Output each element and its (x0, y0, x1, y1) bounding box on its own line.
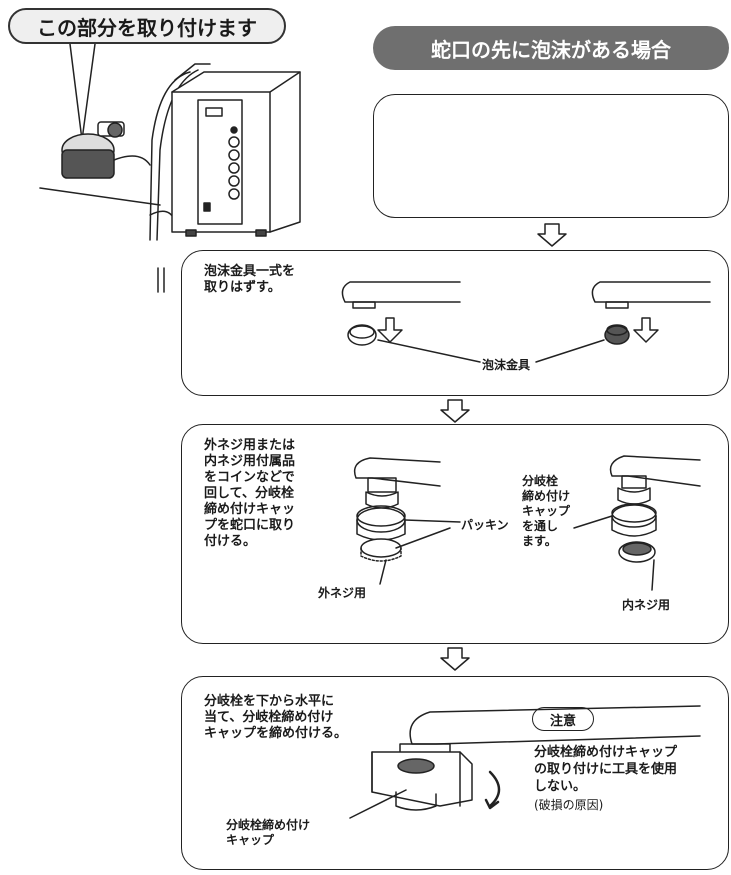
caution-reason: (破損の原因) (534, 798, 604, 812)
arrow-down-2 (440, 399, 470, 423)
arrow-down-3 (440, 647, 470, 671)
water-ionizer-drawing (171, 63, 301, 237)
case-title: 蛇口の先に泡沫がある場合 (373, 26, 729, 70)
step3-instruction: 分岐栓を下から水平に 当て、分岐栓締め付け キャップを締め付ける。 (204, 694, 348, 741)
spout-right-drawing (591, 281, 711, 345)
arrow-down-1 (537, 223, 567, 247)
leader-aerator-left (377, 339, 481, 363)
outer-thread-label: 外ネジ用 (318, 586, 367, 600)
cap-note: 分岐栓 締め付け キャップ を通し ます。 (522, 474, 571, 548)
branch-cap-label: 分岐栓締め付け キャップ (226, 818, 311, 847)
callout-badge: この部分を取り付けます (8, 8, 286, 44)
panel-case-faucet (373, 94, 729, 218)
packing-label: パッキン (461, 518, 509, 532)
spout-left-drawing (341, 281, 461, 346)
hose-1 (149, 71, 191, 241)
counter-edge (39, 187, 161, 206)
step2-instruction: 外ネジ用または 内ネジ用付属品 をコインなどで 回して、分岐栓 締め付けキャッ … (204, 438, 296, 549)
outer-thread-assembly-drawing (353, 457, 441, 562)
faucet-adapter-drawing (61, 121, 151, 179)
callout-pointer (69, 43, 96, 141)
inner-thread-assembly-drawing (609, 455, 701, 563)
leader-aerator-right (535, 339, 605, 363)
aerator-label: 泡沫金具 (482, 358, 531, 372)
leader-cap-note (573, 515, 613, 529)
caution-text: 分岐栓締め付けキャップ の取り付けに工具を使用 しない。 (534, 745, 678, 794)
panel-step3 (181, 676, 729, 870)
caution-badge: 注意 (532, 707, 594, 731)
leader-packing (404, 519, 461, 523)
step1-instruction: 泡沫金具一式を 取りはずす。 (204, 264, 296, 295)
panel-step2 (181, 424, 729, 644)
panel-step1 (181, 250, 729, 396)
inner-thread-label: 内ネジ用 (622, 598, 671, 612)
branch-valve-drawing (371, 705, 701, 811)
leader-branch-cap (349, 789, 407, 819)
